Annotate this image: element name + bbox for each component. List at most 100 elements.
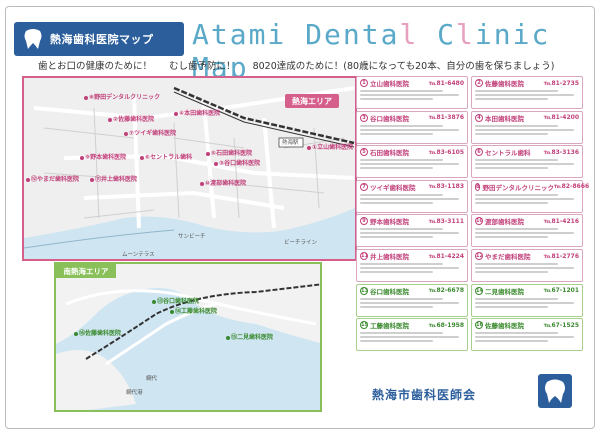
pin-clinic-7[interactable]: ⑦ツイギ歯科医院 [124,128,176,137]
pin-clinic-13[interactable]: ⑬谷口歯科医院 [152,296,199,305]
tooth-icon [24,29,42,49]
clinic-details-placeholder [360,297,464,308]
pin-clinic-2[interactable]: ②佐藤歯科医院 [108,114,154,123]
slogan-2: むし歯予防に！ [169,61,236,72]
clinic-number-badge: 15 [360,321,368,330]
clinic-number-badge: 13 [360,286,368,295]
clinic-number-badge: 5 [360,148,368,157]
sunbeach-label: サンビーチ [178,234,206,240]
clinic-phone[interactable]: ℡82-6678 [428,287,464,295]
clinic-name: 谷口歯科医院 [370,114,409,123]
clinic-phone[interactable]: ℡81-4216 [543,217,579,225]
pin-clinic-1[interactable]: ①立山歯科医院 [307,142,353,151]
clinic-name: 佐藤歯科医院 [485,322,524,331]
slogan-line: 歯とお口の健康のために！ むし歯予防に！ 8020達成のために！(80歳になって… [38,58,568,72]
clinic-details-placeholder [360,124,464,135]
clinic-phone[interactable]: ℡83-3111 [428,217,464,225]
north-area-map[interactable]: 熱海エリア 熱海駅 サンビーチ ムーンテラス ビーチライン ①立山歯科医院 ②佐… [22,76,357,261]
main-title: Atami Dental Clinic Map [192,18,551,84]
association-name: 熱海市歯科医師会 [372,388,477,402]
clinic-phone[interactable]: ℡81-3876 [428,114,464,122]
clinic-details-placeholder [360,332,464,343]
pin-clinic-9[interactable]: ⑨野本歯科医院 [80,152,126,161]
clinic-phone[interactable]: ℡81-2776 [543,252,579,260]
clinic-number-badge: 8 [475,182,481,191]
clinic-name: 渡部歯科医院 [485,218,524,227]
clinic-phone[interactable]: ℡81-4224 [428,252,464,260]
clinic-name: 佐藤歯科医院 [485,80,524,88]
clinic-phone[interactable]: ℡68-1958 [428,321,464,329]
clinic-number-badge: 11 [360,252,368,260]
clinic-phone[interactable]: ℡83-1183 [428,183,464,191]
pin-clinic-16[interactable]: ⑯佐藤歯科医院 [74,328,121,337]
clinic-phone[interactable]: ℡67-1201 [543,287,579,295]
clinic-phone[interactable]: ℡81-2735 [543,79,579,87]
ajiro-label: 網代 [146,376,158,382]
clinic-phone[interactable]: ℡67-1525 [543,321,579,329]
pin-clinic-5[interactable]: ⑤石田歯科医院 [206,148,252,157]
clinic-phone[interactable]: ℡83-6105 [428,148,464,156]
clinic-details-placeholder [475,332,579,343]
clinic-details-placeholder [360,228,464,239]
port-label: 網代港 [126,390,143,396]
pin-clinic-14[interactable]: ⑭工藤歯科医院 [170,306,217,315]
clinic-details-placeholder [475,228,579,239]
clinic-details-placeholder [475,297,579,308]
pin-clinic-8[interactable]: ⑧野田デンタルクリニック [84,92,160,101]
pin-clinic-4[interactable]: ④本田歯科医院 [174,108,220,117]
clinic-phone[interactable]: ℡81-4200 [543,114,579,122]
clinic-number-badge: 3 [360,113,368,122]
clinic-number-badge: 1 [360,79,368,87]
badge-title-box: 熱海歯科医院マップ [14,22,184,56]
pin-clinic-6[interactable]: ⑥セントラル歯科 [140,152,192,161]
clinic-phone[interactable]: ℡83-3136 [543,148,579,156]
clinic-number-badge: 7 [360,182,368,191]
pin-clinic-11[interactable]: ⑪井上歯科医院 [90,174,137,183]
clinic-phone[interactable]: ℡81-6480 [428,79,464,87]
association-tooth-logo [538,374,572,408]
station-label: 熱海駅 [282,140,299,146]
clinic-name: セントラル歯科 [485,149,531,158]
clinic-details-placeholder [360,90,464,100]
clinic-name: やまだ歯科医院 [485,253,531,261]
clinic-number-badge: 12 [475,252,483,260]
moonterrace-label: ムーンテラス [122,252,155,258]
pin-clinic-12[interactable]: ⑫やまだ歯科医院 [26,174,79,183]
clinic-name: 野田デンタルクリニック [482,183,554,192]
pin-clinic-10[interactable]: ⑩渡部歯科医院 [200,178,246,187]
pin-clinic-3[interactable]: ③谷口歯科医院 [214,158,260,167]
clinic-details-placeholder [475,90,579,100]
clinic-name: 石田歯科医院 [370,149,409,158]
clinic-number-badge: 2 [475,79,483,87]
clinic-details-placeholder [360,263,464,273]
clinic-phone[interactable]: ℡82-8666 [553,183,590,191]
clinic-number-badge: 6 [475,148,483,157]
south-area-map[interactable]: 南熱海エリア 網代港 網代 ⑬谷口歯科医院 ⑭工藤歯科医院 ⑮二見歯科医院 ⑯佐… [54,262,322,412]
pin-clinic-15[interactable]: ⑮二見歯科医院 [226,332,273,341]
clinic-name: 谷口歯科医院 [370,287,409,296]
clinic-name: 野本歯科医院 [370,218,409,227]
